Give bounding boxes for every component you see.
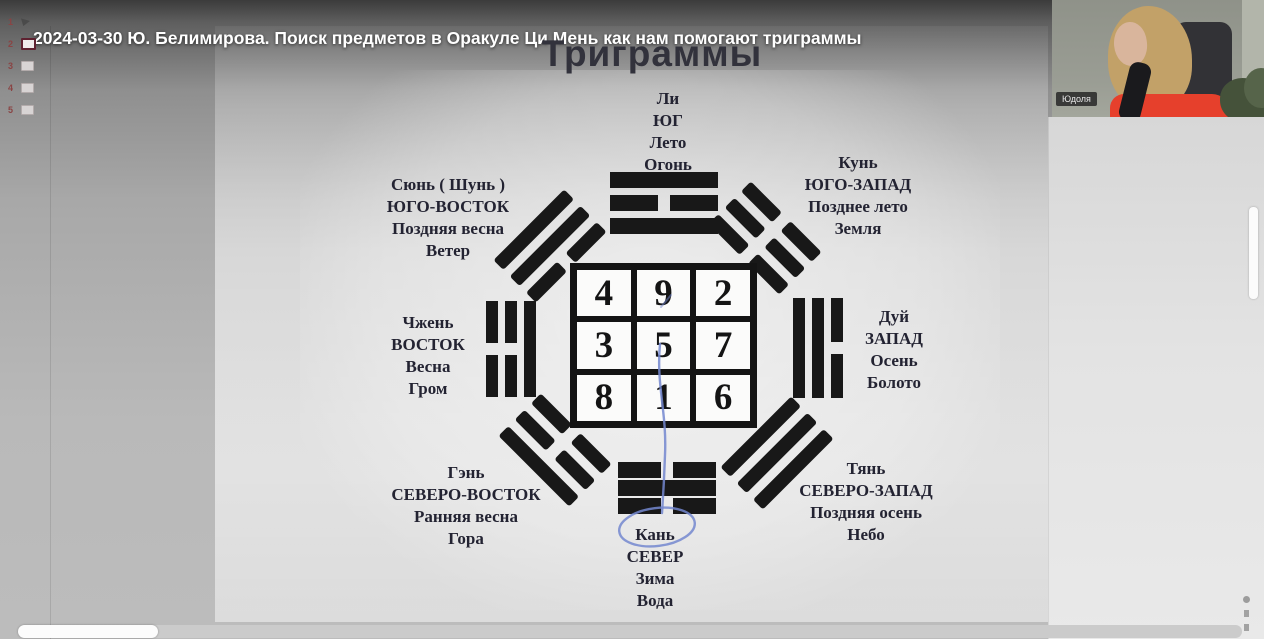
trigram-line-solid bbox=[610, 172, 718, 188]
page-thumbnail[interactable] bbox=[21, 37, 36, 50]
page-thumbnail[interactable] bbox=[21, 104, 34, 115]
trigram-season: Позднее лето bbox=[808, 197, 908, 216]
webcam-name-badge: Юдоля bbox=[1056, 92, 1097, 106]
trigram-element: Огонь bbox=[644, 155, 692, 174]
loshu-cell: 5 bbox=[636, 322, 691, 369]
control-dot-icon[interactable] bbox=[1243, 596, 1250, 603]
trigram-name: Сюнь ( Шунь ) bbox=[390, 175, 506, 194]
page-thumbnail[interactable] bbox=[21, 60, 34, 71]
trigram-line-broken bbox=[618, 498, 716, 514]
trigram-direction: СЕВЕРО-ВОСТОК bbox=[391, 485, 541, 504]
viewer-mini-controls[interactable] bbox=[1243, 596, 1250, 631]
trigram-east-icon bbox=[486, 301, 536, 397]
loshu-cell: 1 bbox=[636, 374, 691, 421]
trigram-season: Ранняя весна bbox=[414, 507, 518, 526]
trigram-north-icon bbox=[618, 462, 716, 514]
trigram-name: Кунь bbox=[838, 153, 878, 172]
label-southwest: Кунь ЮГО-ЗАПАД Позднее лето Земля bbox=[748, 152, 968, 240]
page-thumbnail[interactable] bbox=[21, 82, 34, 93]
sidebar-page-item[interactable]: 2 bbox=[0, 37, 46, 50]
loshu-cell: 2 bbox=[696, 270, 750, 317]
trigram-element: Земля bbox=[834, 219, 882, 238]
label-north: Кань СЕВЕР Зима Вода bbox=[545, 524, 765, 612]
trigram-direction: ЮГ bbox=[653, 111, 683, 130]
trigram-line-broken bbox=[618, 462, 716, 478]
trigram-season: Весна bbox=[405, 357, 451, 376]
loshu-cell: 8 bbox=[577, 374, 631, 421]
trigram-direction: СЕВЕР bbox=[626, 547, 684, 566]
trigram-element: Ветер bbox=[425, 241, 471, 260]
page-number: 3 bbox=[7, 60, 13, 71]
trigram-line-broken bbox=[486, 301, 498, 397]
plant-icon bbox=[1244, 68, 1264, 108]
trigram-name: Кань bbox=[635, 525, 675, 544]
loshu-cell: 9 bbox=[636, 270, 691, 317]
sidebar-divider bbox=[50, 26, 51, 639]
trigram-element: Болото bbox=[867, 373, 921, 392]
horizontal-scrollbar-thumb[interactable] bbox=[18, 625, 158, 638]
webcam-overlay: Юдоля bbox=[1052, 0, 1264, 117]
loshu-cell: 4 bbox=[577, 270, 631, 317]
trigram-line-solid bbox=[812, 298, 824, 398]
trigram-name: Чжень bbox=[402, 313, 454, 332]
label-northeast: Гэнь СЕВЕРО-ВОСТОК Ранняя весна Гора bbox=[356, 462, 576, 550]
loshu-cell: 3 bbox=[577, 322, 631, 369]
trigram-direction: ВОСТОК bbox=[391, 335, 465, 354]
loshu-cell: 7 bbox=[696, 322, 750, 369]
vertical-scrollbar-thumb[interactable] bbox=[1249, 207, 1258, 299]
trigram-line-solid bbox=[610, 218, 718, 234]
label-south: Ли ЮГ Лето Огонь bbox=[558, 88, 778, 176]
trigram-south-icon bbox=[610, 172, 718, 234]
trigram-line-broken bbox=[831, 298, 843, 398]
trigram-season: Осень bbox=[870, 351, 918, 370]
trigram-name: Дуй bbox=[879, 307, 909, 326]
page-number: 2 bbox=[7, 38, 13, 49]
right-panel bbox=[1048, 117, 1264, 639]
trigram-name: Тянь bbox=[846, 459, 886, 478]
trigram-season: Поздняя весна bbox=[391, 219, 505, 238]
thumbnail-sidebar[interactable]: 1 2 3 4 5 bbox=[0, 15, 46, 116]
trigram-season: Лето bbox=[649, 133, 687, 152]
page-number: 5 bbox=[7, 104, 13, 115]
sidebar-page-item[interactable]: 5 bbox=[0, 103, 46, 116]
trigram-direction: ЮГО-ЗАПАД bbox=[804, 175, 912, 194]
trigram-element: Вода bbox=[636, 591, 674, 610]
horizontal-scrollbar[interactable] bbox=[18, 625, 1242, 638]
video-title: 2024-03-30 Ю. Белимирова. Поиск предмето… bbox=[33, 28, 862, 48]
slide-title: Триграммы bbox=[541, 33, 763, 74]
trigram-line-broken bbox=[505, 301, 517, 397]
control-square-icon[interactable] bbox=[1244, 624, 1249, 631]
sidebar-page-item[interactable]: 4 bbox=[0, 81, 46, 94]
trigram-direction: ЗАПАД bbox=[864, 329, 924, 348]
label-east: Чжень ВОСТОК Весна Гром bbox=[318, 312, 538, 400]
trigram-west-icon bbox=[793, 298, 843, 398]
label-west: Дуй ЗАПАД Осень Болото bbox=[784, 306, 1004, 394]
trigram-name: Ли bbox=[656, 89, 680, 108]
trigram-season: Поздняя осень bbox=[810, 503, 922, 522]
trigram-direction: ЮГО-ВОСТОК bbox=[386, 197, 510, 216]
trigram-line-solid bbox=[793, 298, 805, 398]
trigram-direction: СЕВЕРО-ЗАПАД bbox=[799, 481, 933, 500]
trigram-name: Гэнь bbox=[447, 463, 485, 482]
label-northwest: Тянь СЕВЕРО-ЗАПАД Поздняя осень Небо bbox=[756, 458, 976, 546]
trigram-line-solid bbox=[618, 480, 716, 496]
loshu-cell: 6 bbox=[696, 374, 750, 421]
trigram-line-solid bbox=[524, 301, 536, 397]
trigram-season: Зима bbox=[635, 569, 675, 588]
label-southeast: Сюнь ( Шунь ) ЮГО-ВОСТОК Поздняя весна В… bbox=[338, 174, 558, 262]
annotation-pen-icon[interactable] bbox=[21, 18, 30, 26]
control-square-icon[interactable] bbox=[1244, 610, 1249, 617]
sidebar-page-item[interactable]: 3 bbox=[0, 59, 46, 72]
page-number: 4 bbox=[7, 82, 13, 93]
trigram-line-broken bbox=[610, 195, 718, 211]
sidebar-page-item[interactable]: 1 bbox=[0, 15, 46, 28]
trigram-element: Гром bbox=[408, 379, 448, 398]
trigram-element: Небо bbox=[847, 525, 885, 544]
trigram-element: Гора bbox=[448, 529, 484, 548]
page-number: 1 bbox=[7, 16, 13, 27]
